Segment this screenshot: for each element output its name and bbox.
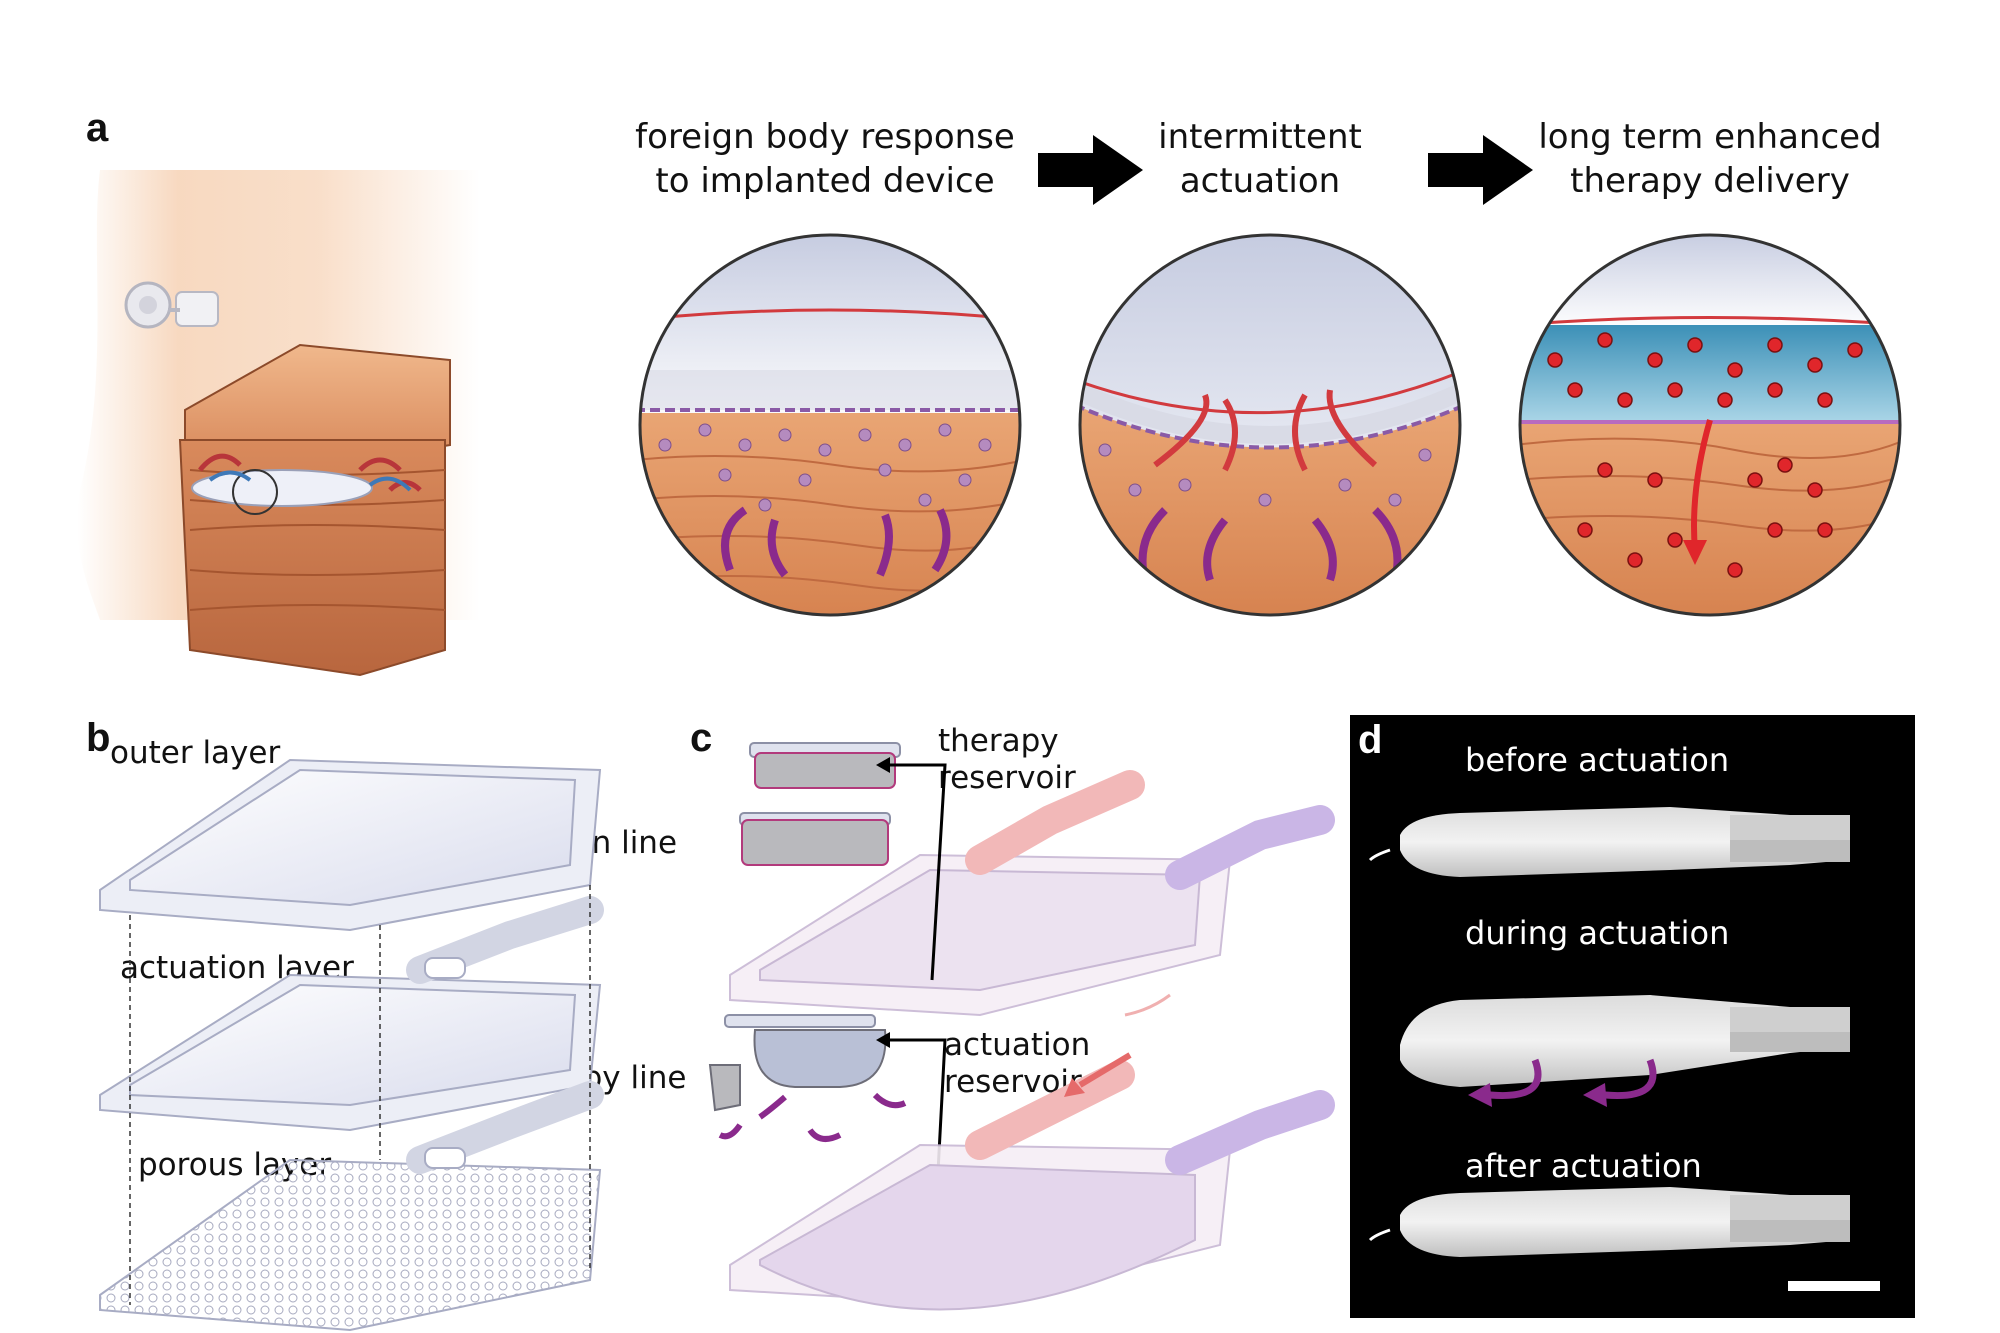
stage-1-title-line2: to implanted device: [655, 161, 995, 201]
panel-letter-c: c: [690, 716, 713, 760]
label-before-actuation: before actuation: [1465, 741, 1730, 779]
label-outer-layer: outer layer: [110, 735, 281, 771]
arrow-right-icon: [1038, 135, 1143, 205]
panel-letter-a: a: [86, 106, 109, 150]
label-therapy-reservoir-line2: reservoir: [938, 760, 1076, 796]
label-therapy-reservoir-line1: therapy: [938, 723, 1059, 759]
arrow-right-icon: [1428, 135, 1533, 205]
panel-letter-b: b: [86, 716, 111, 760]
intermittent-actuation-circle: [1078, 233, 1462, 617]
reservoir-cross-sections: [708, 742, 1335, 1311]
stage-1-title-line1: foreign body response: [635, 117, 1015, 157]
panel-letter-d: d: [1358, 718, 1383, 762]
label-actuation-reservoir-line1: actuation: [944, 1027, 1091, 1063]
therapy-delivery-circle: [1518, 233, 1902, 617]
exploded-device-layers: [99, 758, 604, 1332]
scale-bar: [1788, 1281, 1880, 1291]
foreign-body-response-circle: [638, 233, 1022, 617]
stage-2-title-line2: actuation: [1179, 161, 1341, 201]
label-after-actuation: after actuation: [1465, 1147, 1702, 1185]
implant-device-icon: [124, 281, 219, 329]
device-photos: [1368, 807, 1880, 1291]
label-during-actuation: during actuation: [1465, 914, 1730, 952]
torso-illustration: [77, 170, 481, 677]
stage-3-title-line2: therapy delivery: [1570, 161, 1850, 201]
stage-2-title-line1: intermittent: [1158, 117, 1362, 157]
stage-3-title-line1: long term enhanced: [1538, 117, 1882, 157]
